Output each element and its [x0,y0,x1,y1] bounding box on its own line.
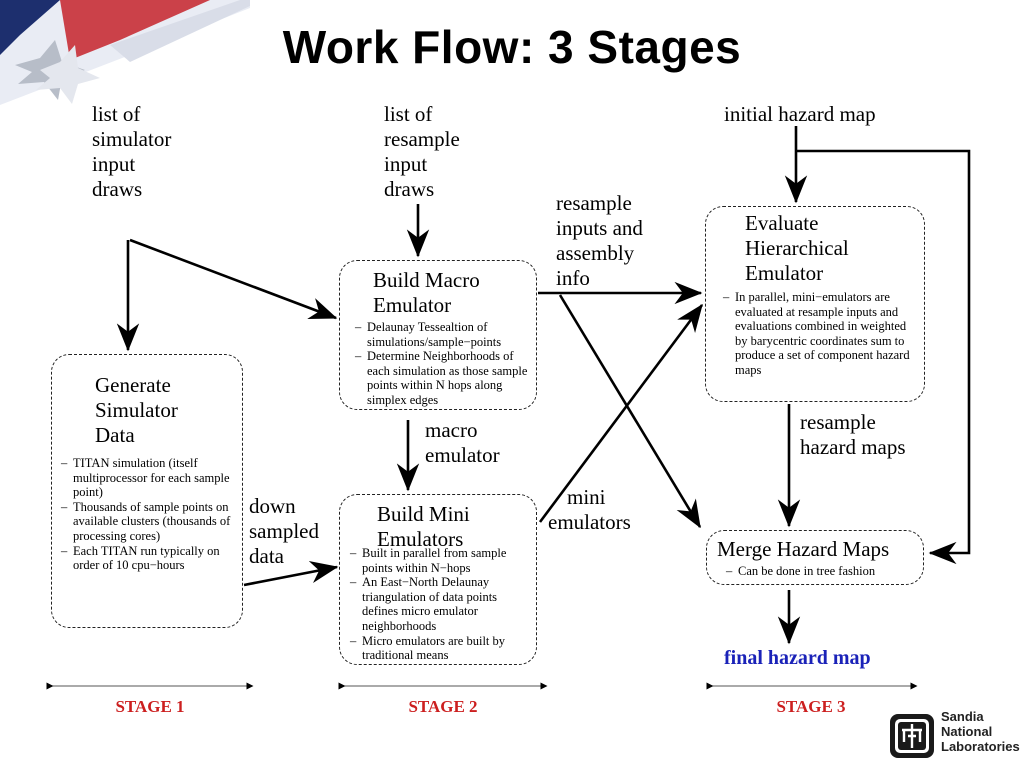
arrow-macro-to-merge [558,294,702,529]
mini-box-notes: Built in parallel from sample points wit… [350,546,534,663]
page-title: Work Flow: 3 Stages [282,21,742,73]
merge-hazard-maps-box: Merge Hazard Maps Can be done in tree fa… [706,530,924,585]
stage3-input-label: initial hazard map [724,102,876,126]
merge-box-notes: Can be done in tree fashion [726,564,921,579]
final-hazard-map-label: final hazard map [724,647,871,669]
arrow-generate-to-mini [243,561,339,587]
merge-box-title: Merge Hazard Maps [717,537,890,561]
stage-3-label: STAGE 3 [776,697,846,716]
stage-1-label: STAGE 1 [115,697,185,716]
thunderbird-icon [890,714,934,758]
arrow-mini-to-evaluate [538,303,704,523]
stage-2-label: STAGE 2 [408,697,478,716]
flag-star-decoration [0,0,250,105]
arrow-initial-map-to-merge [796,149,971,565]
macro-box-notes: Delaunay Tessealtion of simulations/samp… [355,320,535,408]
arrow-stage1-input-to-macro [129,238,338,320]
generate-box-notes: TITAN simulation (itself multiprocessor … [61,456,243,573]
evaluate-box-notes: In parallel, mini−emulators are evaluate… [723,290,919,378]
